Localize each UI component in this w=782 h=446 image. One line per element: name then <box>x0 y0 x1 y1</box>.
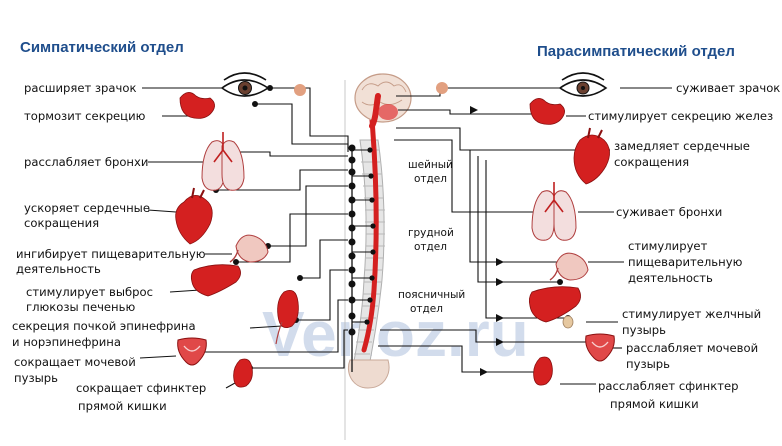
salivary-gland-icon <box>529 98 565 125</box>
watermark: Venoz.ru <box>262 298 529 370</box>
segment-thoracic-line1: грудной <box>408 227 454 239</box>
label-slows-heart-line2: сокращения <box>614 155 689 169</box>
label-constricts-bronchi: суживает бронхи <box>616 205 722 219</box>
kidney-icon <box>275 289 299 345</box>
label-relaxes-bronchi: расслабляет бронхи <box>24 155 148 169</box>
eye-icon <box>558 72 608 97</box>
lungs-icon <box>531 182 577 241</box>
label-stimulates-gallbladder-line2: пузырь <box>622 323 666 337</box>
segment-lumbar-line1: поясничный <box>398 289 465 301</box>
bladder-icon <box>177 337 207 366</box>
lungs-icon <box>201 132 245 191</box>
liver-icon <box>190 264 241 297</box>
heart-icon <box>573 127 610 185</box>
label-contracts-bladder-line2: пузырь <box>14 371 58 385</box>
rectum-icon <box>533 356 553 386</box>
label-relaxes-bladder-line2: пузырь <box>626 357 670 371</box>
label-relaxes-sphincter-line1: расслабляет сфинктер <box>598 379 738 393</box>
label-dilates-pupil: расширяет зрачок <box>24 81 136 95</box>
label-glucose-release-line2: глюкозы печенью <box>26 300 135 314</box>
salivary-gland-icon <box>179 92 215 119</box>
label-stimulates-gallbladder-line1: стимулирует желчный <box>622 307 761 321</box>
label-glucose-release-line1: стимулирует выброс <box>26 285 153 299</box>
label-stimulates-digestion-line1: стимулирует <box>628 239 708 253</box>
segment-thoracic-line2: отдел <box>414 241 447 253</box>
sympathetic-labels: расширяет зрачок тормозит секрецию рассл… <box>12 81 206 413</box>
label-relaxes-bladder-line1: расслабляет мочевой <box>626 341 758 355</box>
liver-icon <box>528 286 581 329</box>
sympathetic-header: Симпатический отдел <box>20 39 184 56</box>
parasympathetic-header: Парасимпатический отдел <box>537 43 735 60</box>
central-nervous-system <box>344 73 412 440</box>
eye-icon <box>220 72 270 97</box>
parasympathetic-labels: суживает зрачок стимулирует секрецию жел… <box>588 81 780 411</box>
segment-lumbar-line2: отдел <box>410 303 443 315</box>
label-stimulates-glands: стимулирует секрецию желез <box>588 109 773 123</box>
label-accelerates-heart-line1: ускоряет сердечные <box>24 201 150 215</box>
label-relaxes-sphincter-line2: прямой кишки <box>610 397 699 411</box>
label-inhibits-secretion: тормозит секрецию <box>24 109 146 123</box>
label-kidney-epinephrine-line2: и норэпинефрина <box>12 335 121 349</box>
label-constricts-pupil: суживает зрачок <box>676 81 780 95</box>
rectum-icon <box>233 358 253 388</box>
segment-cervical-line2: отдел <box>414 173 447 185</box>
heart-icon <box>175 187 213 245</box>
sympathetic-organs <box>175 72 306 388</box>
label-contracts-sphincter-line1: сокращает сфинктер <box>76 381 206 395</box>
label-inhibits-digestion-line2: деятельность <box>16 262 101 276</box>
label-accelerates-heart-line2: сокращения <box>24 216 99 230</box>
segment-cervical-line1: шейный <box>408 159 453 171</box>
parasympathetic-organs <box>436 72 615 386</box>
label-stimulates-digestion-line2: пищеварительную <box>628 255 743 269</box>
label-inhibits-digestion-line1: ингибирует пищеварительную <box>16 247 206 261</box>
bladder-icon <box>585 333 615 362</box>
stomach-icon <box>229 234 269 263</box>
ganglion-icon <box>436 82 448 94</box>
sympathetic-pathways <box>139 85 376 389</box>
label-kidney-epinephrine-line1: секреция почкой эпинефрина <box>12 319 196 333</box>
label-slows-heart-line1: замедляет сердечные <box>614 139 750 153</box>
spine-segment-labels: шейный отдел грудной отдел поясничный от… <box>398 159 465 315</box>
stomach-icon <box>549 252 589 281</box>
label-stimulates-digestion-line3: деятельность <box>628 271 713 285</box>
label-contracts-sphincter-line2: прямой кишки <box>78 399 167 413</box>
label-contracts-bladder-line1: сокращает мочевой <box>14 355 136 369</box>
ganglion-icon <box>294 84 306 96</box>
